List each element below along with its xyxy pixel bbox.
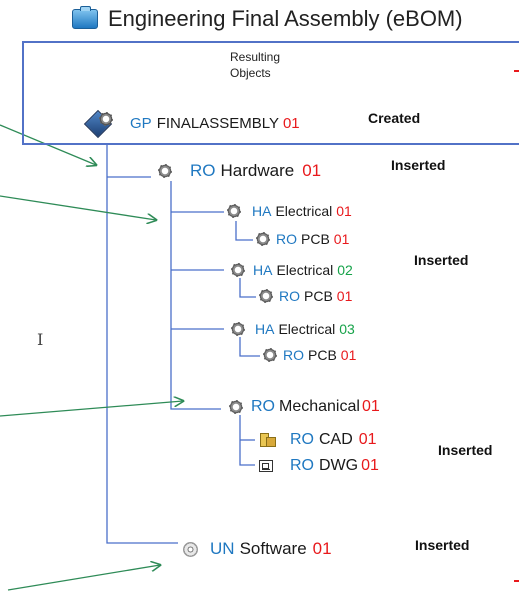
gear-icon <box>227 204 241 218</box>
tree-node-pcb-1[interactable]: RO PCB 01 <box>256 231 349 247</box>
node-rev: 01 <box>312 539 332 558</box>
gear-icon <box>229 400 243 414</box>
tree-node-cad[interactable]: RO CAD 01 <box>259 431 377 449</box>
tree-line-pcb2 <box>239 278 256 298</box>
tree-node-software[interactable]: UN Software 01 <box>183 539 332 559</box>
gear-icon <box>256 232 270 246</box>
tree-line-mechanical-children <box>239 415 255 466</box>
tree-node-electrical-3[interactable]: HA Electrical 03 <box>231 321 355 337</box>
status-inserted-electrical: Inserted <box>414 252 469 268</box>
node-name: Software <box>239 539 307 558</box>
cad-part-icon <box>259 433 276 447</box>
tree-line-pcb1 <box>235 221 253 241</box>
tree-line-pcb3 <box>239 337 260 357</box>
node-name: FINALASSEMBLY <box>156 114 279 132</box>
tree-node-mechanical[interactable]: RO Mechanical 01 <box>229 398 380 416</box>
annotation-arrow-2 <box>0 195 156 220</box>
node-prefix: GP <box>130 114 152 132</box>
column-label-1: Resulting <box>230 50 281 64</box>
node-prefix: RO <box>290 457 314 474</box>
cd-icon <box>183 541 198 557</box>
gear-icon <box>231 263 245 277</box>
node-name: Electrical <box>276 262 334 278</box>
resulting-objects-frame <box>22 41 519 145</box>
tree-line-hardware-children <box>170 181 221 410</box>
gear-icon <box>158 164 172 178</box>
status-inserted-mechanical: Inserted <box>438 442 493 458</box>
column-label-2: Objects <box>230 66 271 80</box>
tree-node-electrical-1[interactable]: HA Electrical 01 <box>227 203 352 219</box>
node-name: PCB <box>301 231 330 247</box>
node-rev: 02 <box>337 262 353 278</box>
tree-line-root <box>106 144 178 544</box>
annotation-arrow-1 <box>0 124 96 165</box>
tree-node-pcb-3[interactable]: RO PCB 01 <box>263 347 356 363</box>
node-name: PCB <box>304 288 333 304</box>
node-rev: 01 <box>358 431 377 448</box>
tree-node-root[interactable]: GP FINALASSEMBLY 01 <box>88 112 300 134</box>
text-cursor-icon: I <box>37 330 44 349</box>
node-name: Electrical <box>278 321 336 337</box>
node-prefix: RO <box>290 431 314 448</box>
node-name: PCB <box>308 347 337 363</box>
node-name: CAD <box>319 431 353 448</box>
tree-node-dwg[interactable]: RO DWG 01 <box>259 457 379 475</box>
node-rev: 01 <box>333 231 350 247</box>
status-inserted-hardware: Inserted <box>391 157 446 173</box>
node-prefix: RO <box>283 347 304 363</box>
node-name: Mechanical <box>279 398 360 415</box>
node-rev: 01 <box>282 114 300 132</box>
node-rev: 01 <box>302 161 322 180</box>
tree-node-hardware[interactable]: RO Hardware 01 <box>158 161 321 181</box>
node-prefix: RO <box>276 231 297 247</box>
node-prefix: UN <box>210 539 235 558</box>
node-name: Electrical <box>275 203 333 219</box>
node-rev: 01 <box>340 347 357 363</box>
assembly-icon <box>88 112 114 134</box>
node-prefix: HA <box>255 321 275 337</box>
column-header: Resulting Objects <box>230 49 280 81</box>
node-name: Hardware <box>220 161 295 180</box>
node-prefix: RO <box>251 398 275 415</box>
node-prefix: HA <box>252 203 272 219</box>
node-rev: 01 <box>361 457 379 474</box>
status-inserted-software: Inserted <box>415 537 470 553</box>
node-rev: 01 <box>336 203 352 219</box>
page-title: Engineering Final Assembly (eBOM) <box>108 6 463 31</box>
node-rev: 01 <box>361 398 380 415</box>
briefcase-icon <box>72 6 98 29</box>
gear-icon <box>259 289 273 303</box>
node-prefix: RO <box>190 161 216 180</box>
gear-icon <box>231 322 245 336</box>
node-prefix: HA <box>253 262 273 278</box>
annotation-arrow-3 <box>0 401 183 417</box>
drawing-icon <box>259 460 273 472</box>
tree-node-electrical-2[interactable]: HA Electrical 02 <box>231 262 353 278</box>
node-rev: 01 <box>336 288 353 304</box>
gear-icon <box>263 348 277 362</box>
annotation-arrow-4 <box>7 565 160 591</box>
tree-node-pcb-2[interactable]: RO PCB 01 <box>259 288 352 304</box>
node-rev: 03 <box>339 321 355 337</box>
status-created: Created <box>368 110 421 126</box>
node-prefix: RO <box>279 288 300 304</box>
node-name: DWG <box>319 457 359 474</box>
